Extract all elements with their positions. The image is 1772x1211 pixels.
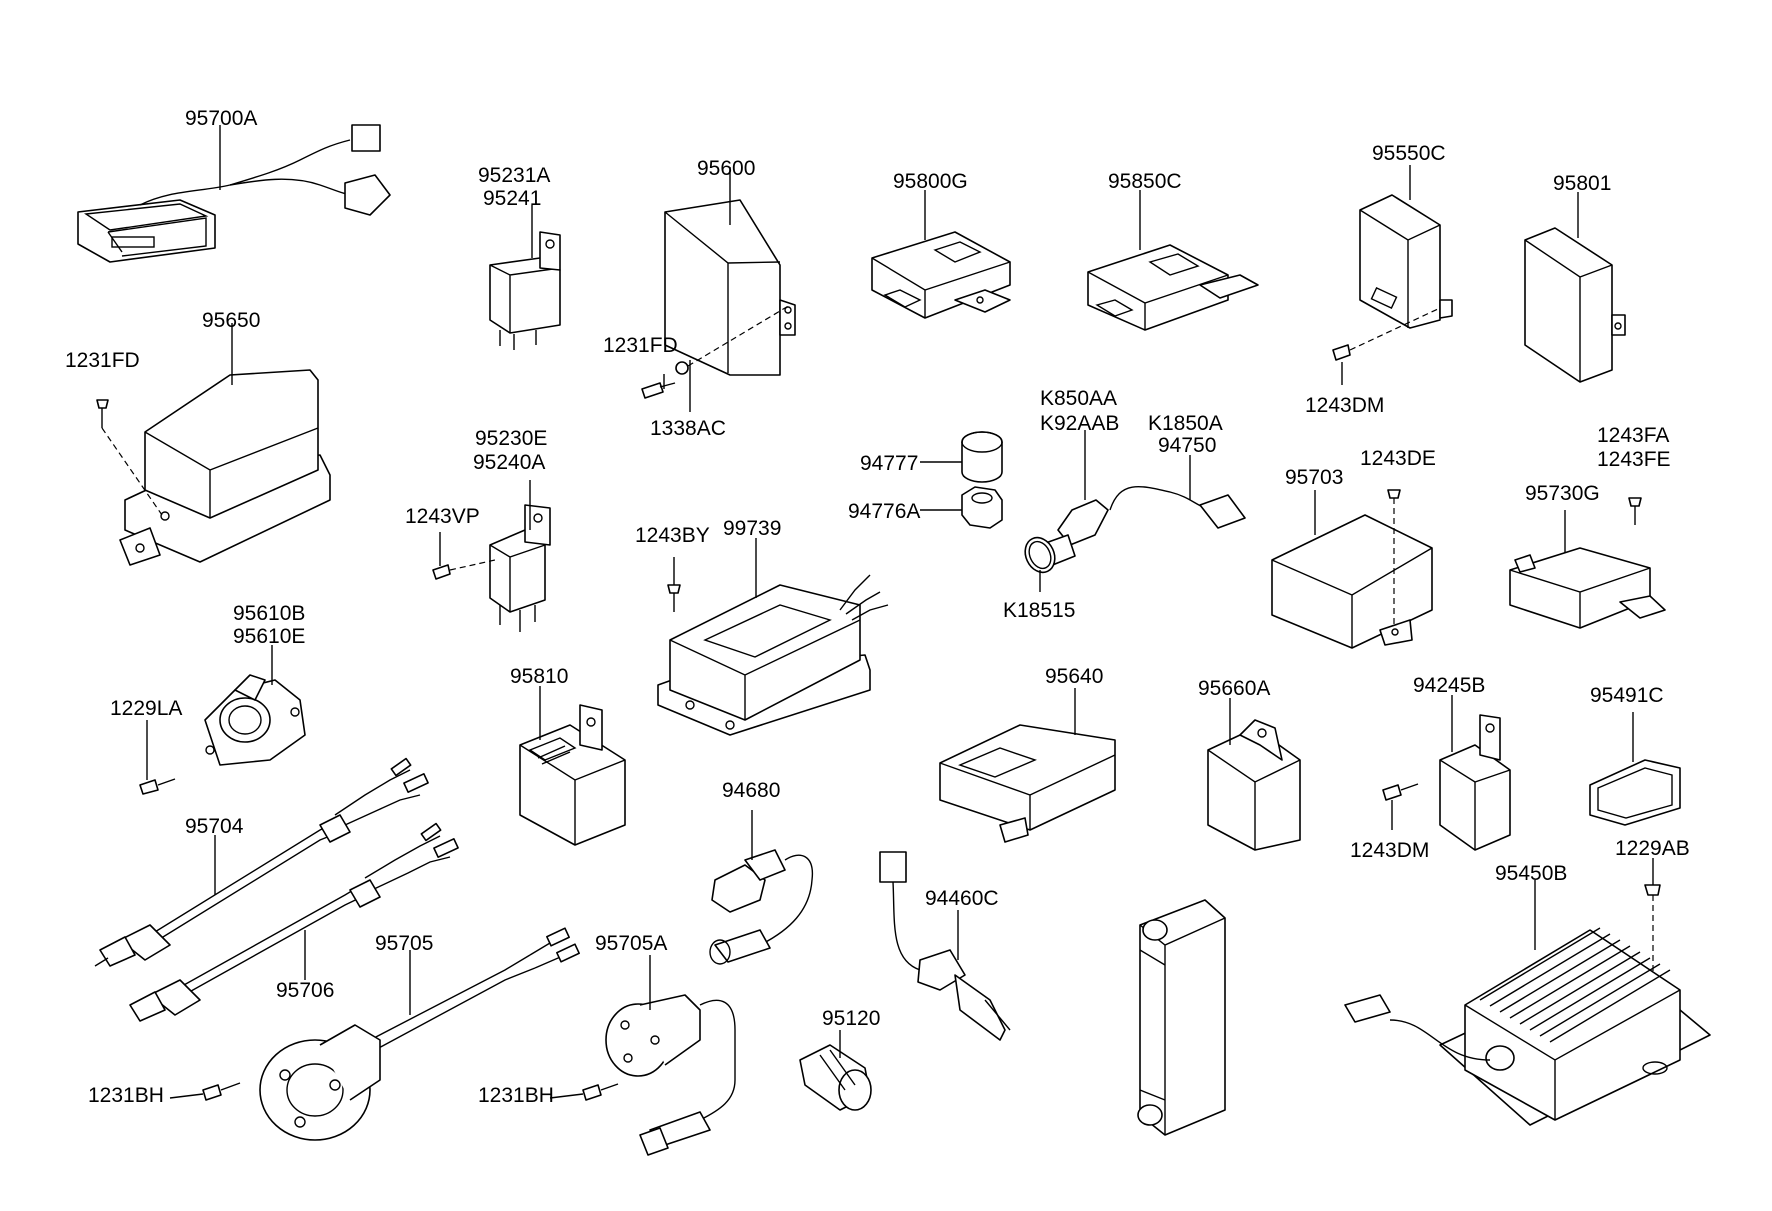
part-95231A (489, 231, 561, 350)
label-95800G: 95800G (893, 170, 968, 193)
part-95120 (799, 1044, 872, 1111)
label-95801: 95801 (1553, 172, 1611, 195)
label-1243BY: 1243BY (635, 524, 710, 547)
part-95491C (1589, 759, 1681, 826)
label-95700A: 95700A (185, 107, 257, 130)
label-1243DM-a: 1243DM (1305, 394, 1384, 417)
part-95600 (664, 199, 796, 376)
part-95700A (77, 124, 391, 263)
label-94460C: 94460C (925, 887, 999, 910)
label-95705A: 95705A (595, 932, 667, 955)
label-1243DE: 1243DE (1360, 447, 1436, 470)
part-94245B (1439, 714, 1511, 851)
label-95600: 95600 (697, 157, 755, 180)
label-95491C: 95491C (1590, 684, 1664, 707)
label-95706: 95706 (276, 979, 334, 1002)
label-K92AAB: K92AAB (1040, 412, 1119, 435)
label-K850AA: K850AA (1040, 387, 1117, 410)
part-94777 (961, 431, 1003, 483)
label-K18515: K18515 (1003, 599, 1075, 622)
label-94750: 94750 (1158, 434, 1216, 457)
part-94776A (961, 486, 1003, 529)
part-bracket-plate (1137, 899, 1226, 1136)
label-94245B: 94245B (1413, 674, 1485, 697)
label-1231BH-a: 1231BH (88, 1084, 164, 1107)
part-95801 (1524, 227, 1626, 383)
label-1231FD-b: 1231FD (603, 334, 678, 357)
part-99739 (657, 574, 889, 736)
label-95120: 95120 (822, 1007, 880, 1030)
part-95730G (1509, 547, 1666, 629)
label-1243DM-b: 1243DM (1350, 839, 1429, 862)
label-95705: 95705 (375, 932, 433, 955)
part-94680 (709, 849, 814, 965)
part-95850C (1087, 244, 1259, 331)
label-95704: 95704 (185, 815, 244, 838)
label-95650: 95650 (202, 309, 260, 332)
label-95610E: 95610E (233, 625, 305, 648)
part-95800G (871, 231, 1011, 319)
label-1229AB: 1229AB (1615, 837, 1690, 860)
label-95610B: 95610B (233, 602, 305, 625)
label-95640: 95640 (1045, 665, 1103, 688)
part-95610B (204, 674, 306, 766)
label-94776A: 94776A (848, 500, 920, 523)
label-1231BH-b: 1231BH (478, 1084, 554, 1107)
part-95650 (119, 369, 331, 566)
label-95703: 95703 (1285, 466, 1343, 489)
label-99739: 99739 (723, 517, 781, 540)
label-1243FE: 1243FE (1597, 448, 1671, 471)
label-1229LA: 1229LA (110, 697, 182, 720)
label-1243FA: 1243FA (1597, 424, 1669, 447)
label-95730G: 95730G (1525, 482, 1600, 505)
part-95705 (259, 927, 580, 1141)
label-95450B: 95450B (1495, 862, 1567, 885)
label-95240A: 95240A (473, 451, 545, 474)
part-95704 (94, 757, 429, 967)
label-94680: 94680 (722, 779, 780, 802)
label-1243VP: 1243VP (405, 505, 480, 528)
label-94777: 94777 (860, 452, 918, 475)
part-K850AA (1024, 485, 1246, 574)
part-95640 (939, 724, 1116, 843)
part-95550C (1359, 194, 1453, 329)
part-95810 (519, 704, 626, 846)
label-K1850A: K1850A (1148, 412, 1223, 435)
label-95230E: 95230E (475, 427, 547, 450)
label-1231FD-a: 1231FD (65, 349, 140, 372)
label-95660A: 95660A (1198, 677, 1270, 700)
label-95550C: 95550C (1372, 142, 1446, 165)
part-95230E (489, 504, 551, 632)
part-94460C (879, 851, 1011, 1041)
part-95660A (1207, 719, 1301, 851)
label-95810: 95810 (510, 665, 568, 688)
part-95703 (1271, 514, 1433, 649)
label-1338AC: 1338AC (650, 417, 726, 440)
label-95231A: 95231A (478, 164, 550, 187)
part-95706 (129, 822, 459, 1022)
part-95705A (605, 994, 736, 1156)
label-95850C: 95850C (1108, 170, 1182, 193)
part-95450B (1344, 927, 1711, 1126)
label-95241: 95241 (483, 187, 541, 210)
